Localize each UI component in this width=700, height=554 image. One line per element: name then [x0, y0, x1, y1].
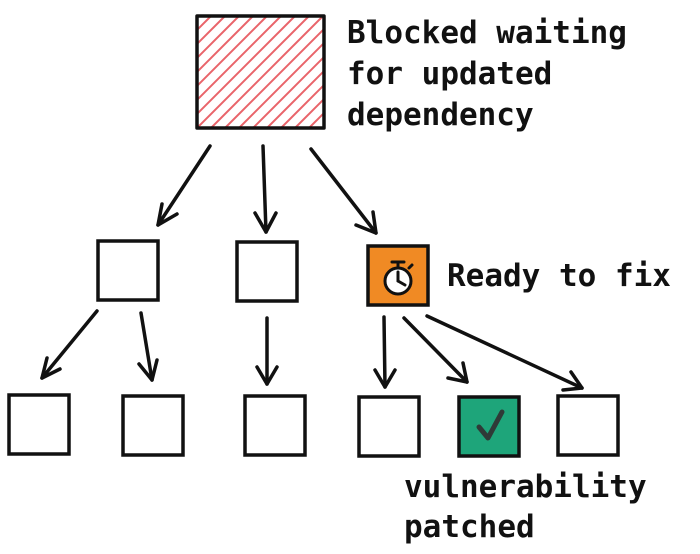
arrow-root-to-middle: [253, 144, 278, 234]
patched-label-line-1: vulnerability: [404, 469, 647, 505]
leaf-node-3: [243, 394, 307, 457]
leaf-node-4: [357, 395, 421, 458]
hatch-line: [197, 16, 198, 18]
blocked-label-line-3: dependency: [347, 97, 534, 133]
arrow-middle-to-leaf3: [255, 316, 279, 386]
hatch-line: [238, 41, 324, 128]
arrow-ready-to-leaf6: [425, 314, 584, 392]
arrow-left-to-leaf1: [40, 309, 99, 380]
arrow-root-to-left: [156, 144, 212, 227]
hatch-line: [197, 16, 226, 46]
hatch-line: [197, 16, 296, 116]
level2-node-middle: [235, 240, 299, 303]
blocked-label-line-1: Blocked waiting: [347, 15, 627, 51]
hatch-line: [197, 16, 240, 60]
arrow-ready-to-patched: [402, 316, 469, 384]
patched-label-line-2: patched: [404, 509, 535, 545]
arrow-root-to-ready: [309, 147, 378, 235]
leaf-node-1: [7, 393, 71, 456]
leaf-node-2: [121, 394, 185, 457]
hatch-line: [224, 27, 324, 128]
stopwatch-icon: [383, 260, 414, 296]
patched-label: vulnerability patched: [404, 469, 647, 545]
blocked-root-node: [195, 14, 326, 130]
hatch-line: [197, 16, 212, 32]
leaf-node-6: [556, 394, 620, 457]
arrow-left-to-leaf2: [137, 311, 159, 382]
hatch-line: [197, 16, 310, 128]
blocked-label: Blocked waiting for updated dependency: [347, 15, 627, 133]
hatch-line: [197, 16, 282, 102]
arrow-ready-to-leaf4: [373, 315, 397, 389]
hatch-line: [280, 83, 324, 128]
hatch-line: [252, 55, 324, 128]
ready-label: Ready to fix: [447, 258, 671, 294]
blocked-label-line-2: for updated: [347, 56, 552, 92]
ready-node: [366, 244, 430, 307]
hatch-line: [197, 16, 254, 74]
hatch-line: [197, 16, 268, 88]
hatch-line: [294, 97, 324, 128]
patched-node: [457, 395, 521, 458]
checkmark-icon: [476, 409, 505, 441]
hatch-pattern: [197, 16, 324, 128]
hatch-line: [210, 16, 324, 128]
level2-node-left: [96, 239, 160, 302]
